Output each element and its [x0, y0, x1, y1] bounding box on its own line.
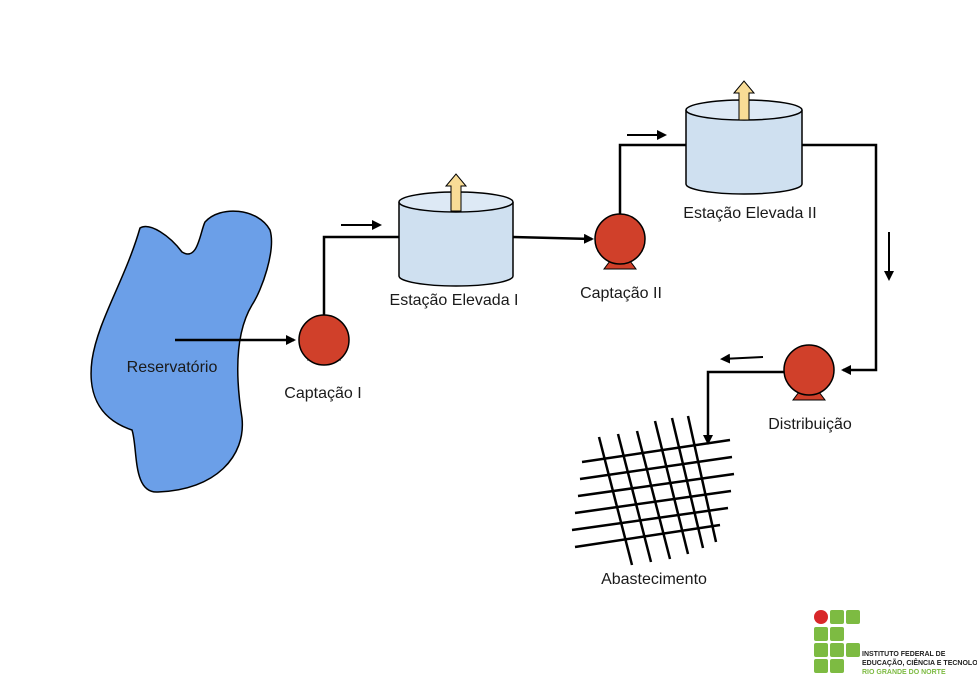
- pipe-station2-distribution: [802, 145, 876, 370]
- supply-grid: [572, 416, 734, 565]
- intake-2-label: Captação II: [580, 285, 662, 302]
- pipe-intake1-station1: [324, 237, 399, 315]
- logo-red-dot: [814, 610, 828, 624]
- pipe-intake2-station2: [620, 145, 686, 214]
- reservoir-shape: [91, 211, 271, 492]
- flow-arrow-4: [722, 357, 763, 359]
- intake-1-label: Captação I: [284, 385, 361, 402]
- reservoir-label: Reservatório: [127, 359, 218, 376]
- logo-line-1: INSTITUTO FEDERAL DE: [862, 651, 946, 658]
- logo-line-2: EDUCAÇÃO, CIÊNCIA E TECNOLOGIA: [862, 658, 977, 667]
- pump-distribution: [784, 345, 834, 400]
- pipe-station1-intake2: [513, 237, 592, 239]
- pump-intake-1: [299, 315, 349, 365]
- supply-label: Abastecimento: [601, 571, 707, 588]
- distribution-label: Distribuição: [768, 416, 852, 433]
- elevated-station-1-label: Estação Elevada I: [390, 292, 519, 309]
- elevated-station-2-label: Estação Elevada II: [683, 205, 816, 222]
- ifrn-logo: INSTITUTO FEDERAL DE EDUCAÇÃO, CIÊNCIA E…: [814, 610, 977, 676]
- tank-elevated-station-2: [686, 81, 802, 194]
- tank-elevated-station-1: [399, 174, 513, 286]
- logo-line-3: RIO GRANDE DO NORTE: [862, 669, 946, 676]
- pump-intake-2: [595, 214, 645, 269]
